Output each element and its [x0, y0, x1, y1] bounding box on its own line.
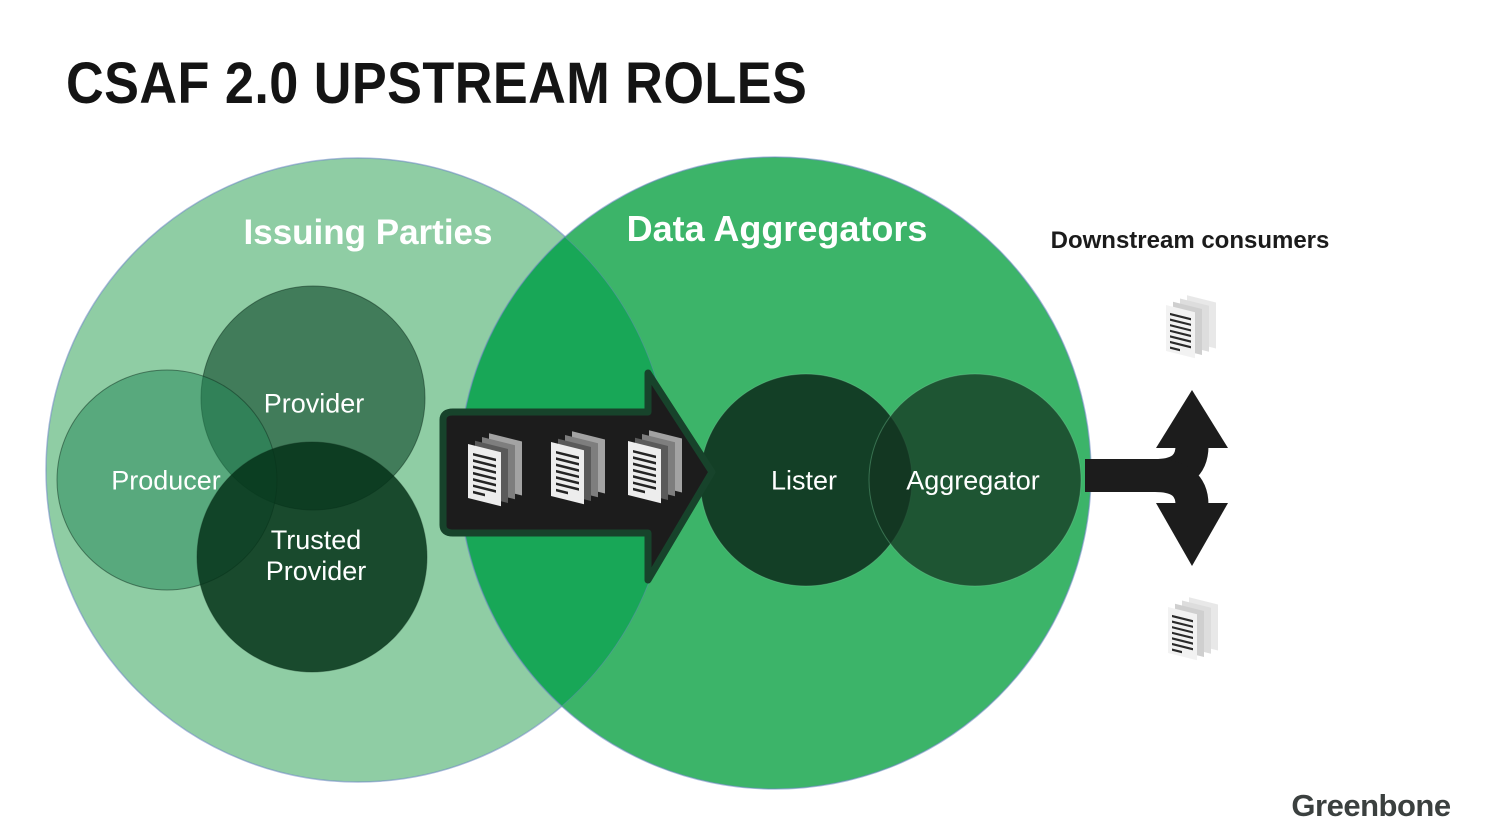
downstream-consumers-label: Downstream consumers — [1050, 227, 1330, 254]
aggregator-label: Aggregator — [906, 465, 1040, 496]
producer-label: Producer — [111, 465, 221, 496]
provider-label: Provider — [263, 388, 365, 419]
issuing-parties-label: Issuing Parties — [243, 213, 493, 252]
aggregator-circle — [868, 373, 1082, 587]
greenbone-logo: Greenbone — [1291, 788, 1451, 823]
trusted-provider-label: Trusted Provider — [265, 524, 367, 586]
document-stack-icon — [1166, 590, 1220, 667]
document-stack-icon — [1164, 288, 1218, 365]
data-aggregators-label: Data Aggregators — [626, 208, 928, 249]
trusted-provider-circle — [196, 441, 428, 673]
lister-label: Lister — [770, 465, 838, 496]
fork-arrow-icon — [1085, 390, 1228, 566]
page-title: CSAF 2.0 UPSTREAM ROLES — [66, 51, 808, 116]
